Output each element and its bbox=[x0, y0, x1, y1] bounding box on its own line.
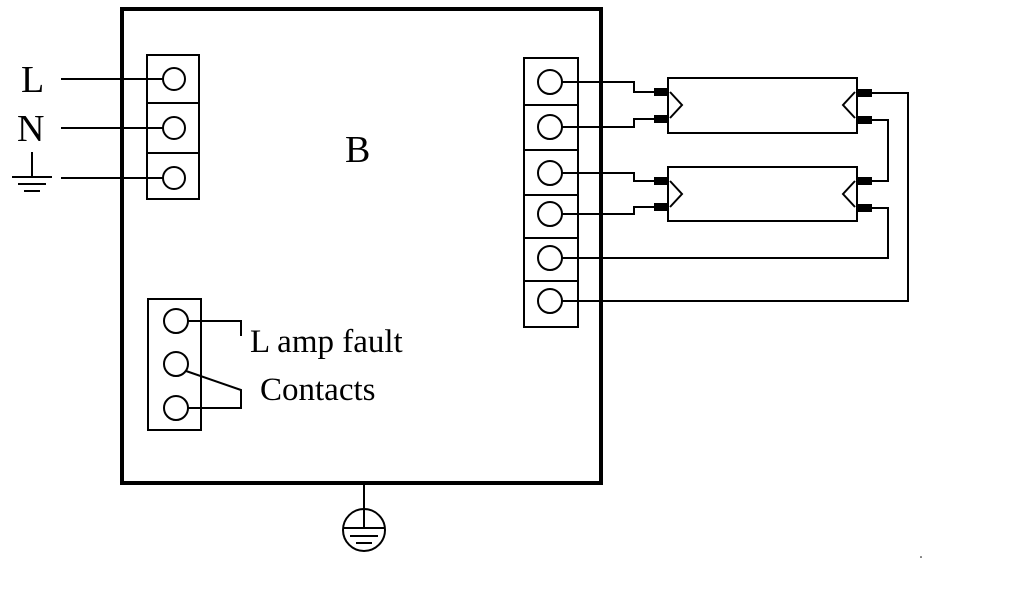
lamp-1 bbox=[667, 77, 858, 134]
wire-out-5 bbox=[562, 207, 889, 259]
output-terminal-1 bbox=[537, 69, 563, 95]
lamp-fault-terminal-block bbox=[147, 298, 202, 431]
lamp-fault-label: L amp fault bbox=[250, 324, 403, 360]
wire-out-6 bbox=[562, 92, 909, 302]
lamp-1-pin-l1 bbox=[654, 88, 669, 96]
terminal-label-n: N bbox=[17, 108, 44, 150]
lamp-1-pin-r2 bbox=[857, 116, 872, 124]
output-terminal-5 bbox=[537, 245, 563, 271]
contacts-label: Contacts bbox=[260, 372, 375, 408]
fault-terminal-1 bbox=[163, 308, 189, 334]
wire-out-1 bbox=[562, 81, 654, 93]
lamp-2-pin-r1 bbox=[857, 177, 872, 185]
output-terminal-6 bbox=[537, 288, 563, 314]
lamp-2-pin-l2 bbox=[654, 203, 669, 211]
speck bbox=[920, 556, 922, 558]
lamp-1-left-filament bbox=[669, 91, 684, 119]
output-terminal-4 bbox=[537, 201, 563, 227]
chassis-ground-icon bbox=[342, 483, 386, 552]
lamp-1-pin-r1 bbox=[857, 89, 872, 97]
terminal-l bbox=[162, 67, 186, 91]
output-terminal-2 bbox=[537, 114, 563, 140]
fault-wire-1 bbox=[188, 320, 242, 336]
lamp-2-pin-l1 bbox=[654, 177, 669, 185]
ground-icon bbox=[12, 152, 52, 192]
fault-terminal-3 bbox=[163, 395, 189, 421]
output-terminal-3 bbox=[537, 160, 563, 186]
wire-lamp-bridge bbox=[872, 119, 889, 182]
lamp-2 bbox=[667, 166, 858, 222]
lamp-2-left-filament bbox=[669, 180, 684, 208]
lamp-1-pin-l2 bbox=[654, 115, 669, 123]
lamp-2-pin-r2 bbox=[857, 204, 872, 212]
fault-terminal-2 bbox=[163, 351, 189, 377]
box-label: B bbox=[345, 129, 370, 171]
terminal-ground bbox=[162, 166, 186, 190]
wire-out-2 bbox=[562, 118, 654, 128]
wire-out-3 bbox=[562, 172, 654, 182]
lamp-2-right-filament bbox=[841, 180, 856, 208]
wire-out-4 bbox=[562, 206, 654, 215]
terminal-n bbox=[162, 116, 186, 140]
fault-wire-2 bbox=[185, 370, 242, 409]
output-terminal-block bbox=[523, 57, 579, 328]
terminal-label-l: L bbox=[21, 59, 44, 101]
ballast-box bbox=[120, 7, 603, 485]
lamp-1-right-filament bbox=[841, 91, 856, 119]
